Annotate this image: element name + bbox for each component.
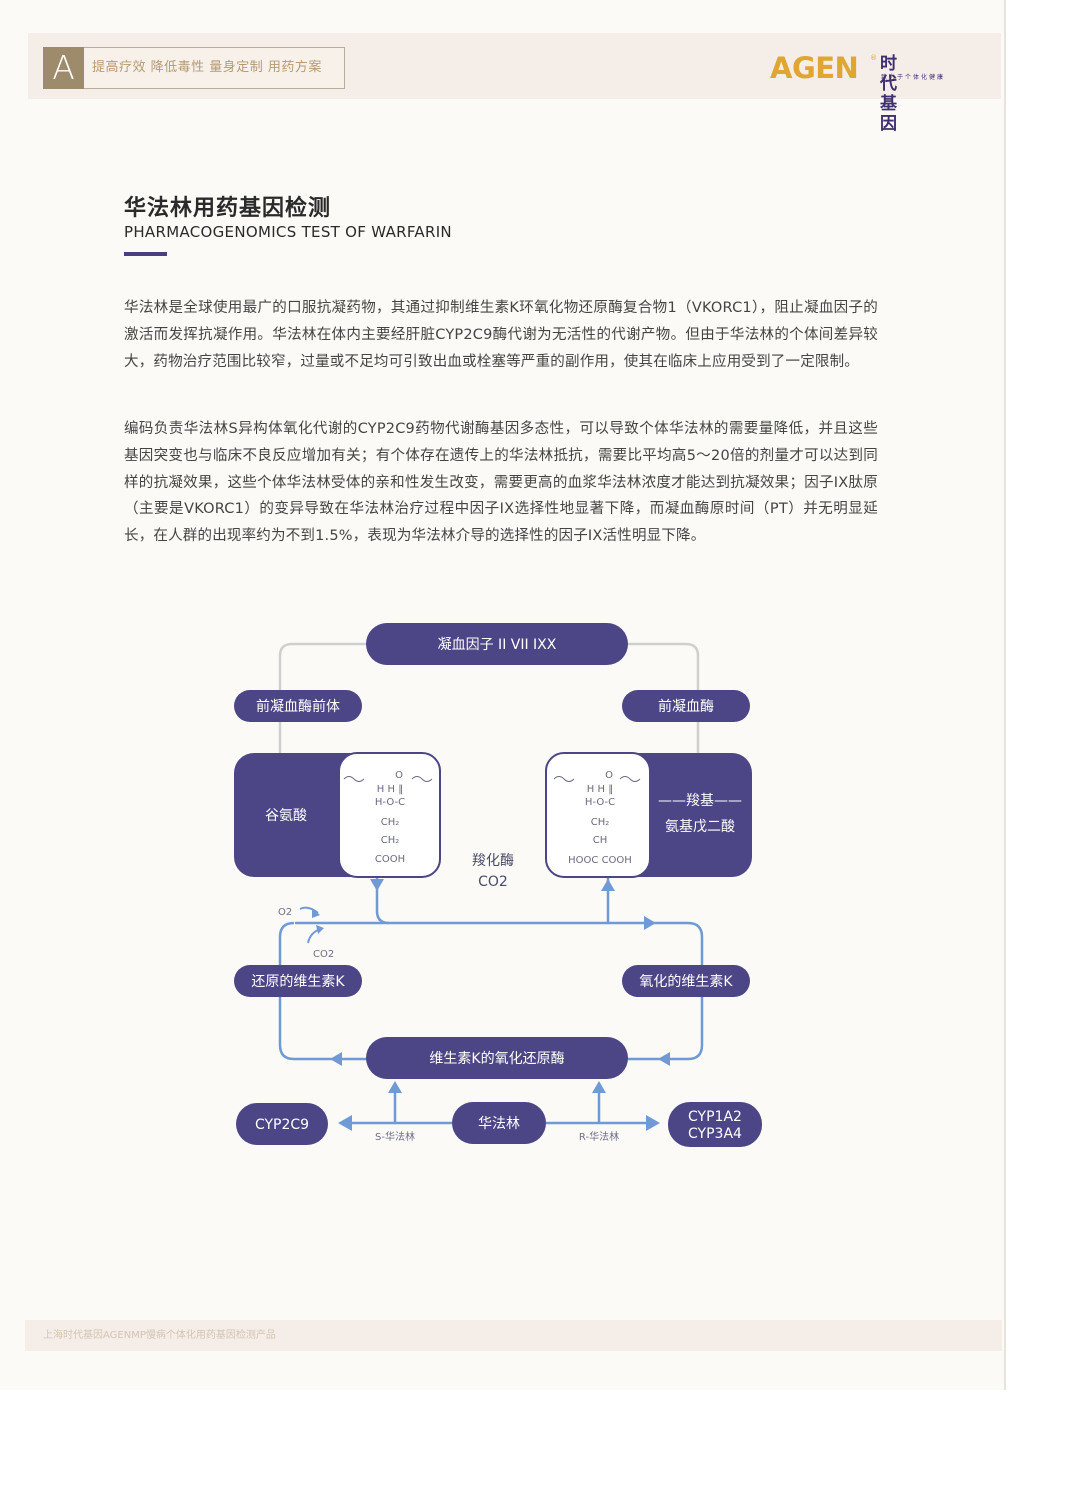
label-co2-center: CO2 [478, 874, 508, 890]
chem-right-o: O [605, 770, 613, 781]
section-letter: A [43, 47, 84, 89]
label-s-warfarin: S-华法林 [375, 1130, 415, 1143]
label-cyp2c9: CYP2C9 [255, 1117, 309, 1133]
chem-left-o: O [395, 770, 403, 781]
paragraph-intro: 华法林是全球使用最广的口服抗凝药物，其通过抑制维生素K环氧化物还原酶复合物1（V… [124, 300, 878, 370]
label-clotting-factors: 凝血因子 II VII IXX [438, 637, 557, 653]
label-o2: O2 [278, 907, 292, 918]
chem-right-row5: HOOC COOH [568, 855, 632, 866]
page-background [0, 0, 1004, 1390]
chem-left-row3: CH₂ [381, 817, 400, 828]
wave-right-b [619, 776, 641, 782]
wave-left-b [411, 776, 433, 782]
wave-right-a [553, 776, 575, 782]
paragraph-genetics: 编码负责华法林S异构体氧化代谢的CYP2C9药物代谢酶基因多态性，可以导致个体华… [124, 421, 878, 545]
chem-left-row4: CH₂ [381, 835, 400, 846]
title-underline [124, 252, 167, 256]
loop-arrow-left-bottom-2 [658, 1052, 670, 1066]
cycle-loop-line [278, 921, 704, 1061]
label-prothrombin-precursor: 前凝血酶前体 [256, 698, 340, 715]
label-cyp1a2: CYP1A2 [688, 1109, 742, 1125]
page-subtitle: PHARMACOGENOMICS TEST OF WARFARIN [124, 223, 452, 241]
o2-arrow [299, 906, 319, 914]
arrowhead-down-glutamate [370, 879, 384, 891]
scan-edge [1004, 0, 1006, 1390]
pill-oxidized-vitk [622, 965, 750, 997]
section-box [43, 47, 345, 89]
label-cyp3a4: CYP3A4 [688, 1126, 742, 1142]
label-vkor: 维生素K的氧化还原酶 [429, 1051, 564, 1067]
arrowhead-cyp2c9 [338, 1115, 352, 1131]
chem-right-row3: CH₂ [591, 817, 610, 828]
pill-prothrombin-precursor [234, 690, 362, 722]
warfarin-mechanism-diagram: 凝血因子 II VII IXX 前凝血酶前体 前凝血酶 谷氨酸 O H H ‖ … [234, 623, 762, 1147]
connector-grey-right [626, 642, 700, 691]
o2-arrowhead [312, 908, 320, 918]
chem-left-row2: H-O-C [375, 797, 405, 808]
pill-prothrombin [622, 690, 750, 722]
box-glutamate-structure [338, 752, 441, 878]
label-carboxy-line1: ——羧基—— [658, 792, 742, 809]
label-co2-small: CO2 [313, 949, 334, 960]
arrow-down-glutamate [375, 877, 390, 925]
arrowhead-up-carboxy [601, 879, 615, 891]
section-tagline: 提高疗效 降低毒性 量身定制 用药方案 [92, 60, 322, 75]
chem-right-row4: CH [593, 835, 608, 846]
pill-clotting-factors [366, 623, 628, 665]
label-oxidized-vitk: 氧化的维生素K [639, 974, 733, 990]
chem-left-row1: H H ‖ [377, 784, 403, 795]
loop-arrow-right [644, 916, 656, 930]
label-carboxylase: 羧化酶 [472, 853, 514, 869]
wave-left-a [343, 776, 365, 782]
pill-reduced-vitk [234, 965, 362, 997]
chem-right-row1: H H ‖ [587, 784, 613, 795]
co2-arrowhead [316, 925, 324, 934]
label-glutamate: 谷氨酸 [265, 808, 307, 824]
label-r-warfarin: R-华法林 [579, 1130, 619, 1143]
loop-arrow-left-bottom [330, 1052, 342, 1066]
chem-left-row5: COOH [375, 854, 405, 865]
pill-cyp1a2-cyp3a4 [668, 1102, 762, 1147]
label-carboxy-line2: 氨基戊二酸 [665, 818, 735, 835]
arrowhead-r-warfarin [592, 1081, 606, 1093]
logo-slogan: 致力于个体化健康 [881, 74, 946, 81]
box-carboxy-structure [545, 752, 651, 878]
pill-cyp2c9 [236, 1103, 328, 1145]
logo-brand: AGEN [770, 51, 859, 85]
arrowhead-cyp1a2 [646, 1115, 660, 1131]
label-warfarin: 华法林 [478, 1116, 520, 1132]
logo-registered-mark: ® [870, 54, 877, 62]
label-prothrombin: 前凝血酶 [658, 698, 714, 715]
footer-bar [25, 1320, 1002, 1351]
arrowhead-s-warfarin [388, 1081, 402, 1093]
pill-vkor [366, 1037, 628, 1079]
page-title: 华法林用药基因检测 [124, 196, 332, 221]
pill-warfarin [452, 1102, 546, 1144]
connector-grey-left [278, 642, 366, 691]
chem-right-row2: H-O-C [585, 797, 615, 808]
label-reduced-vitk: 还原的维生素K [251, 974, 345, 990]
logo-company-name: 时代基因 [880, 54, 898, 134]
footer-text: 上海时代基因AGENMP慢病个体化用药基因检测产品 [43, 1330, 276, 1341]
